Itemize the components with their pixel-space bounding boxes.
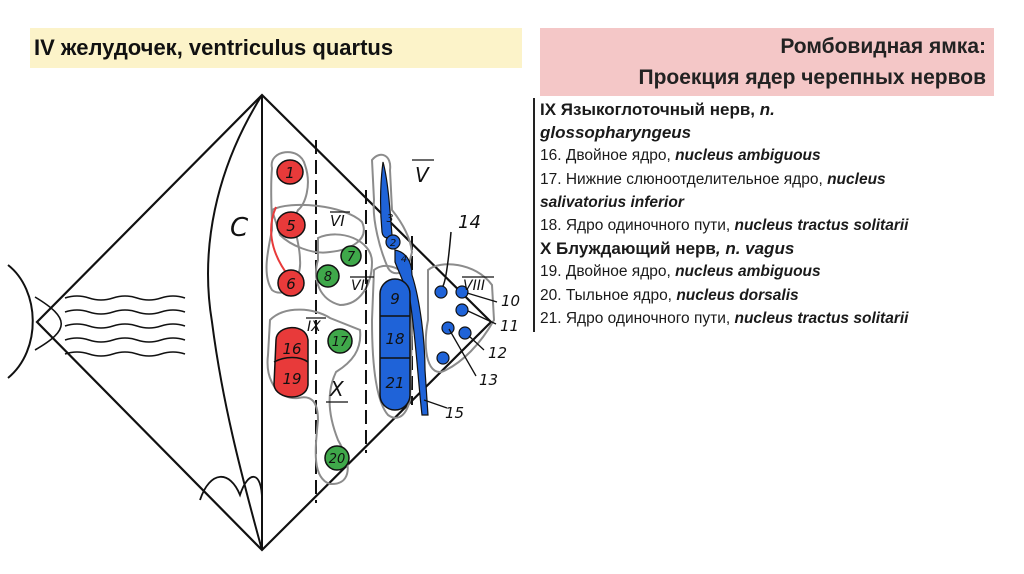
svg-text:3: 3 [387, 212, 394, 225]
blue-nucleus-2: 2 [385, 234, 401, 250]
x-title: X Блуждающий нерв, n. vagus [540, 239, 795, 259]
ix-title: IX Языкоглоточный нерв, n. [540, 100, 775, 119]
svg-text:17: 17 [332, 335, 349, 350]
nerve-label-x: X [329, 377, 345, 401]
green-nucleus-20: 20 [324, 445, 350, 471]
title-banner: IV желудочек, ventriculus quartus [30, 28, 522, 68]
svg-text:5: 5 [286, 217, 296, 235]
header-line-1: Ромбовидная ямка: [780, 35, 986, 58]
header-line-2: Проекция ядер черепных нервов [638, 66, 986, 89]
blue-dot-a [434, 285, 448, 299]
eye-arc [7, 264, 34, 379]
red-nucleus-6: 6 [277, 269, 305, 297]
red-nucleus-5: 5 [276, 211, 306, 239]
nerve-label-vii: VII [351, 278, 369, 294]
svg-text:18: 18 [385, 330, 404, 348]
section-header: Ромбовидная ямка: Проекция ядер черепных… [540, 28, 994, 96]
contour-viii [424, 263, 496, 373]
nerve-label-vi: VI [330, 212, 345, 230]
nerve-label-v: V [415, 163, 430, 187]
contour-ix-x [266, 308, 362, 486]
red-nucleus-1: 1 [276, 159, 304, 185]
svg-text:21: 21 [385, 374, 404, 392]
notes-divider [533, 98, 535, 332]
ix-title-cont: glossopharyngeus [540, 123, 692, 143]
pointer-14 [442, 231, 452, 287]
note-17: 17. Нижние слюноотделительное ядро, nucl… [540, 170, 886, 188]
label-15: 15 [445, 404, 464, 422]
svg-text:2: 2 [390, 238, 396, 249]
svg-text:9: 9 [390, 290, 400, 308]
pointer-12 [468, 335, 485, 351]
note-21: 21. Ядро одиночного пути, nucleus tractu… [540, 309, 909, 327]
blue-dot-c [455, 303, 469, 317]
page-title: IV желудочек, ventriculus quartus [34, 35, 394, 60]
green-nucleus-8: 8 [316, 264, 340, 288]
note-18: 18. Ядро одиночного пути, nucleus tractu… [540, 217, 909, 235]
svg-text:16: 16 [282, 340, 301, 358]
svg-text:19: 19 [282, 370, 301, 388]
blue-dot-d [441, 321, 455, 335]
svg-text:7: 7 [347, 250, 356, 265]
label-13: 13 [479, 371, 498, 389]
blue-dot-b [455, 285, 469, 299]
note-17-cont: salivatorius inferior [540, 193, 684, 211]
green-nucleus-17: 17 [327, 328, 353, 354]
nerve-label-ix: IX [307, 319, 321, 335]
nerve-notes: IX Языкоглоточный нерв, n. glossopharyng… [540, 98, 1010, 330]
pointer-11 [467, 310, 497, 325]
contour-vii [315, 233, 374, 307]
blue-nucleus-9-18-21: 9 18 21 [379, 278, 411, 411]
svg-text:20: 20 [329, 452, 346, 467]
label-12: 12 [488, 344, 507, 362]
striae-2 [64, 309, 186, 315]
pointer-15 [423, 399, 448, 409]
svg-text:1: 1 [285, 164, 295, 182]
red-connection [270, 206, 291, 279]
blue-dot-e [458, 326, 472, 340]
obex-shape [199, 476, 263, 501]
pointer-10 [466, 292, 498, 303]
pointer-13 [448, 328, 477, 377]
red-nucleus-16-19: 16 19 [273, 326, 309, 398]
note-20: 20. Тыльное ядро, nucleus dorsalis [540, 286, 799, 304]
nerve-label-viii: VIII [463, 278, 485, 294]
note-16: 16. Двойное ядро, nucleus ambiguous [540, 147, 821, 165]
blue-dot-f [436, 351, 450, 365]
note-19: 19. Двойное ядро, nucleus ambiguous [540, 263, 821, 281]
svg-text:6: 6 [286, 275, 296, 293]
svg-text:8: 8 [324, 270, 332, 285]
green-nucleus-7: 7 [340, 245, 362, 267]
blue-nucleus-3: 3 [380, 161, 394, 239]
label-10: 10 [501, 292, 520, 310]
label-14: 14 [458, 212, 481, 233]
eye-inner-arc [34, 296, 63, 351]
contour-solitary [370, 264, 414, 419]
svg-text:4: 4 [401, 254, 407, 265]
striae-4 [64, 337, 186, 343]
striae-1 [64, 295, 186, 301]
facial-colliculus-arc [207, 94, 263, 551]
letter-c: C [230, 213, 249, 243]
striae-5 [64, 351, 186, 357]
striae-3 [64, 323, 186, 329]
label-11: 11 [500, 317, 519, 335]
